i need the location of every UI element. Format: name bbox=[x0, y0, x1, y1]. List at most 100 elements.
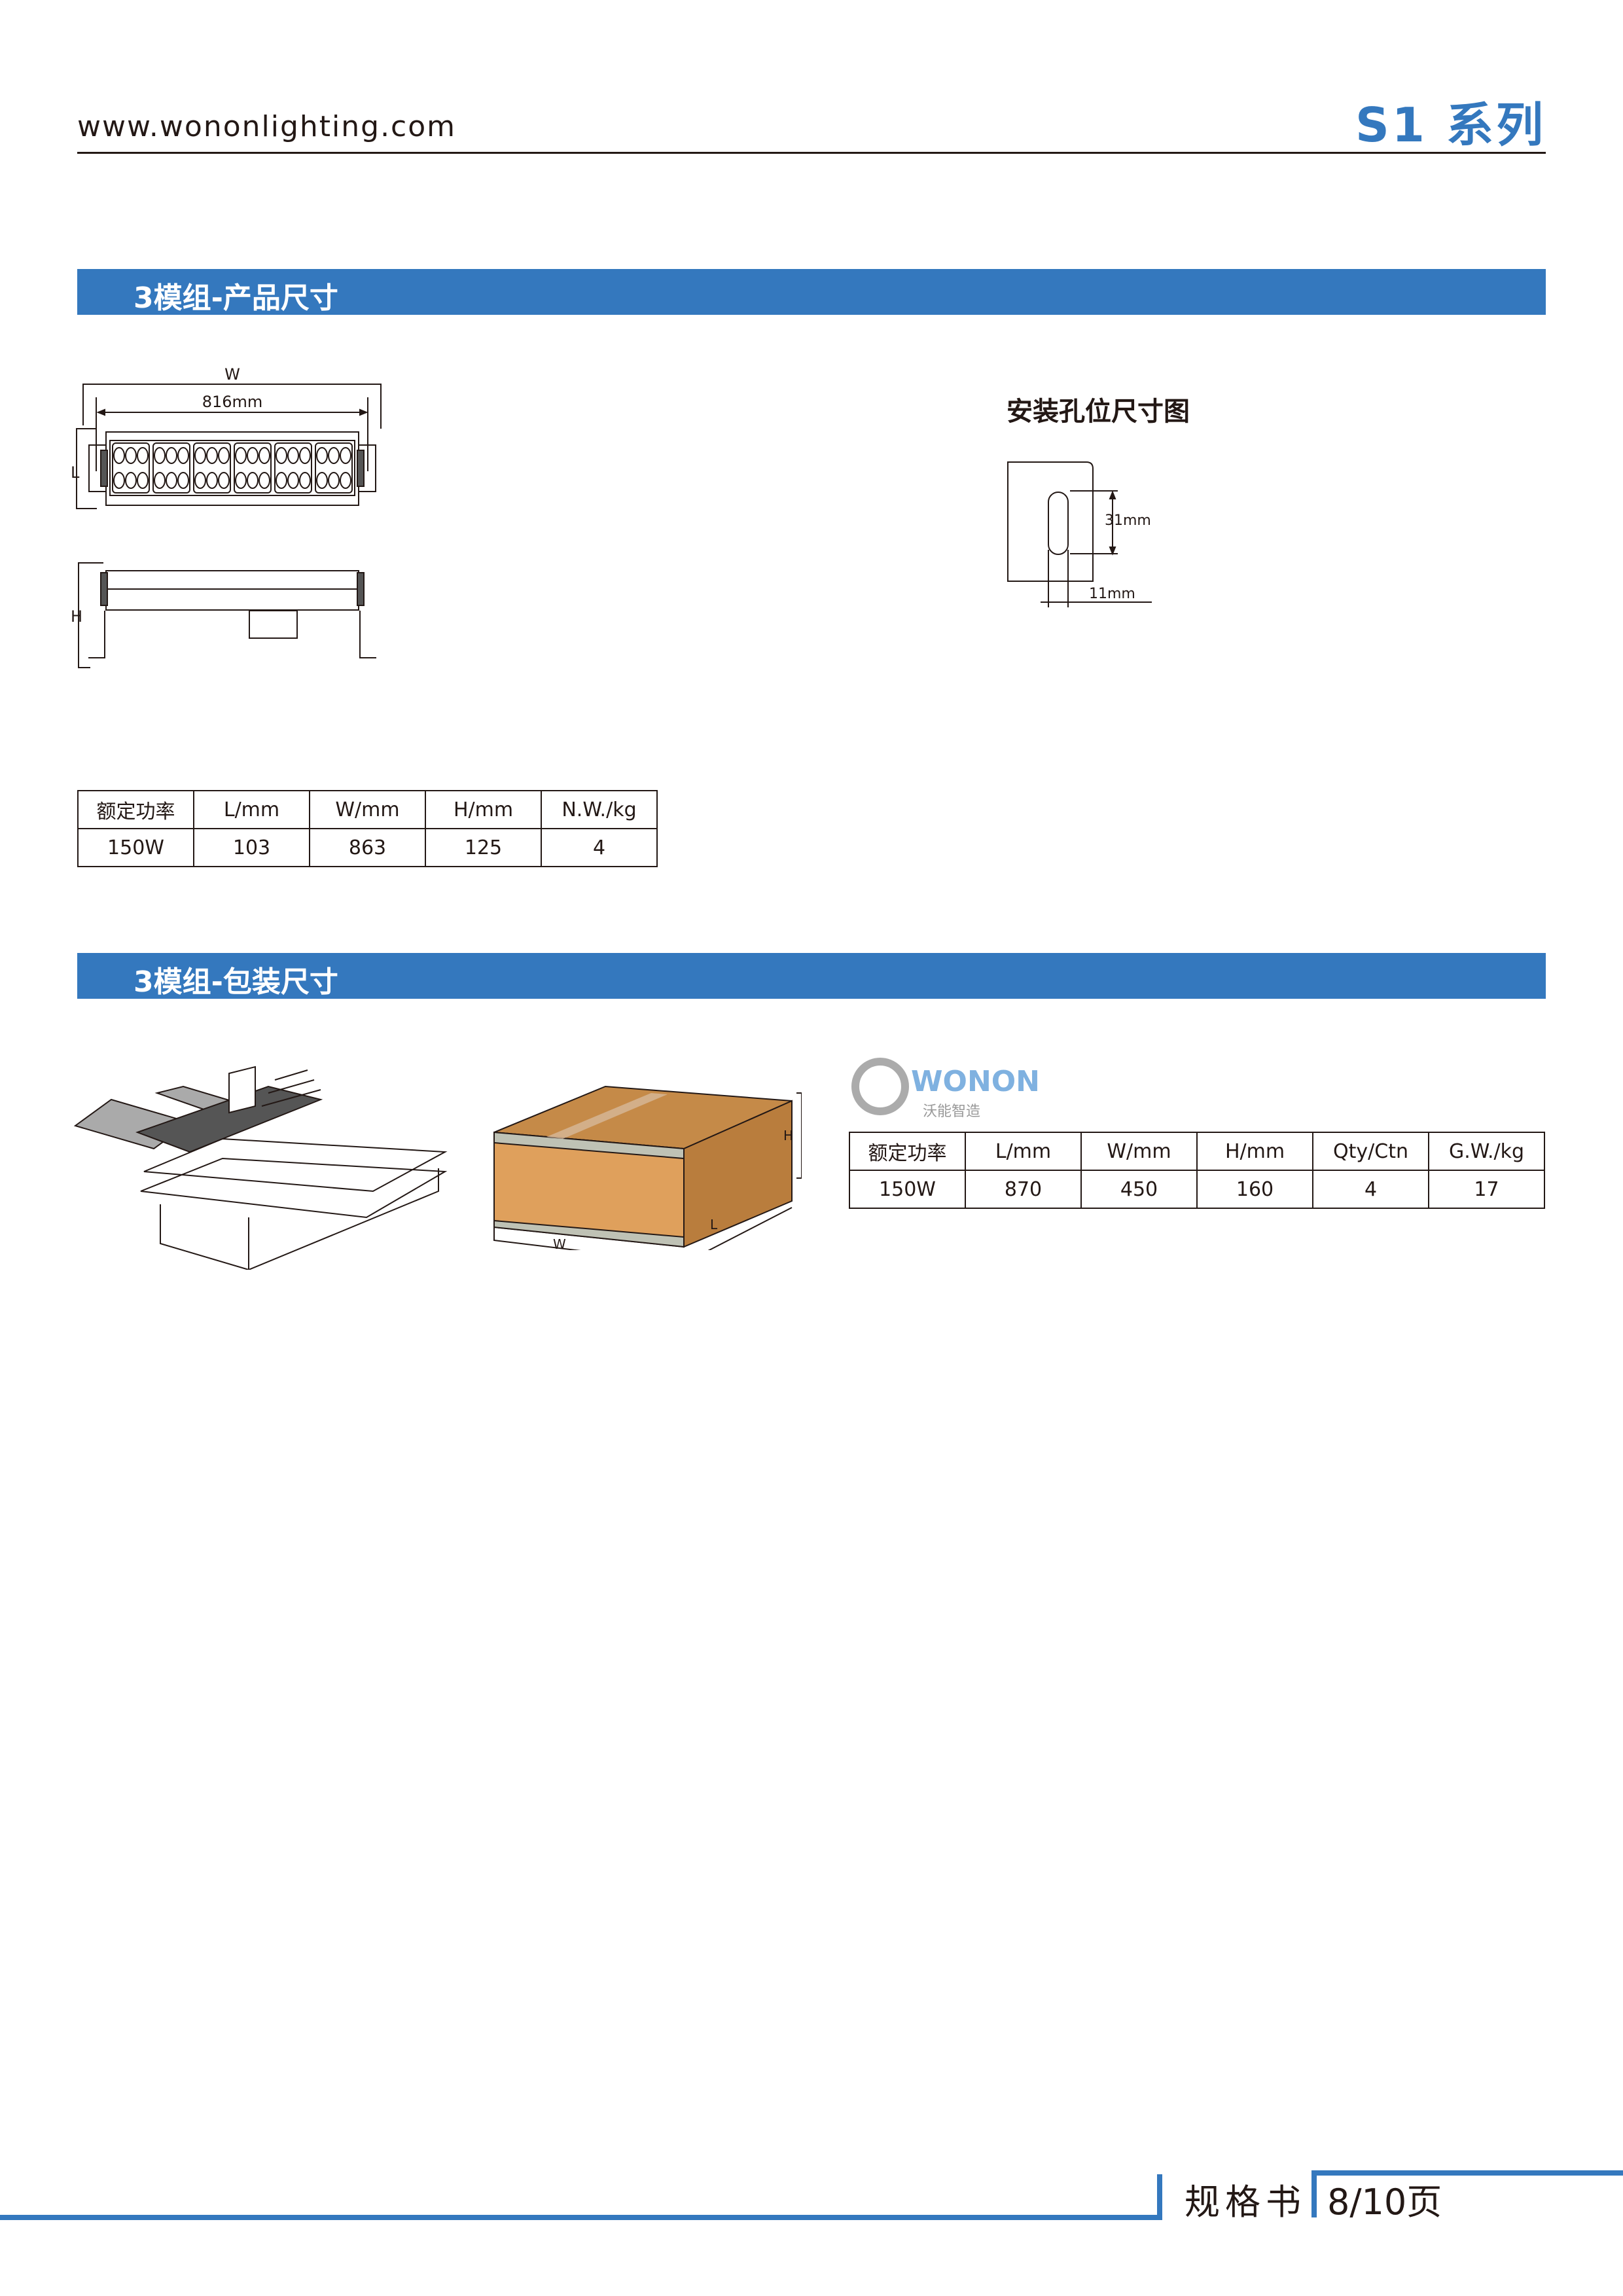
packaging-exploded-illustration bbox=[73, 1066, 448, 1270]
led-module bbox=[234, 442, 272, 493]
section-title: 3模组-包装尺寸 bbox=[134, 965, 338, 999]
header-cell: H/mm bbox=[1196, 1132, 1313, 1171]
w-label: W bbox=[224, 365, 240, 384]
led-lens bbox=[137, 472, 149, 489]
led-lens bbox=[166, 472, 177, 489]
led-lens bbox=[177, 447, 189, 464]
led-lens bbox=[113, 472, 125, 489]
led-lens bbox=[194, 472, 206, 489]
cell: 4 bbox=[541, 828, 658, 867]
cell: 17 bbox=[1428, 1170, 1545, 1209]
table-header-row: 额定功率 L/mm W/mm H/mm N.W./kg bbox=[77, 790, 658, 829]
header-cell: W/mm bbox=[309, 790, 426, 829]
header-cell: L/mm bbox=[193, 790, 310, 829]
header-cell: H/mm bbox=[425, 790, 542, 829]
led-lens bbox=[247, 472, 259, 489]
hole-width-label: 11mm bbox=[1089, 586, 1135, 602]
cell: 863 bbox=[309, 828, 426, 867]
led-lens bbox=[177, 472, 189, 489]
led-module bbox=[152, 442, 190, 493]
header-cell: G.W./kg bbox=[1428, 1132, 1545, 1171]
led-lens bbox=[154, 472, 166, 489]
l-label: L bbox=[71, 463, 80, 482]
wonon-logo-watermark: WONON 沃能智造 bbox=[851, 1058, 1040, 1120]
section-title: 3模组-产品尺寸 bbox=[134, 281, 338, 315]
led-lens bbox=[218, 447, 230, 464]
footer-bracket bbox=[1157, 2174, 1162, 2220]
led-lens bbox=[316, 447, 328, 464]
led-lens bbox=[276, 447, 287, 464]
series-title: S1 系列 bbox=[1355, 98, 1546, 152]
hole-height-label: 31mm bbox=[1105, 512, 1151, 529]
led-lens bbox=[287, 447, 299, 464]
logo-subtext: 沃能智造 bbox=[923, 1103, 980, 1120]
led-lens bbox=[259, 447, 270, 464]
led-lens bbox=[235, 472, 247, 489]
led-lens bbox=[125, 472, 137, 489]
cell: 4 bbox=[1312, 1170, 1429, 1209]
led-lens bbox=[340, 447, 351, 464]
cell: 160 bbox=[1196, 1170, 1313, 1209]
carton-l-label: L bbox=[710, 1217, 718, 1232]
cell: 150W bbox=[77, 828, 194, 867]
led-lens bbox=[113, 447, 125, 464]
led-lens bbox=[206, 472, 218, 489]
header-divider bbox=[77, 152, 1546, 154]
section-bar-package-dimensions: 3模组-包装尺寸 bbox=[77, 953, 1546, 999]
header-cell: 额定功率 bbox=[849, 1132, 966, 1171]
header-cell: Qty/Ctn bbox=[1312, 1132, 1429, 1171]
led-lens bbox=[137, 447, 149, 464]
mounting-hole-drawing: 31mm 11mm bbox=[1007, 461, 1152, 607]
page-number: 8/10页 bbox=[1327, 2181, 1442, 2223]
led-lens bbox=[328, 472, 340, 489]
website-url: www.wononlighting.com bbox=[77, 110, 457, 143]
led-lens bbox=[194, 447, 206, 464]
led-lens bbox=[299, 447, 311, 464]
led-lens bbox=[276, 472, 287, 489]
inner-width-label: 816mm bbox=[202, 393, 263, 411]
cell: 150W bbox=[849, 1170, 966, 1209]
footer-line bbox=[1311, 2170, 1623, 2176]
carton-w-label: W bbox=[553, 1236, 566, 1250]
cell: 870 bbox=[965, 1170, 1082, 1209]
led-module bbox=[315, 442, 353, 493]
h-label: H bbox=[71, 607, 82, 626]
table-row: 150W 870 450 160 4 17 bbox=[849, 1170, 1545, 1209]
led-module bbox=[193, 442, 231, 493]
cell: 103 bbox=[193, 828, 310, 867]
carton-box-illustration: H W L bbox=[493, 1085, 802, 1250]
led-lens bbox=[154, 447, 166, 464]
led-lens bbox=[287, 472, 299, 489]
cell: 125 bbox=[425, 828, 542, 867]
cell: 450 bbox=[1080, 1170, 1198, 1209]
table-row: 150W 103 863 125 4 bbox=[77, 828, 658, 867]
product-spec-table: 额定功率 L/mm W/mm H/mm N.W./kg 150W 103 863… bbox=[77, 790, 658, 867]
led-lens bbox=[340, 472, 351, 489]
led-lens bbox=[316, 472, 328, 489]
mounting-hole-title: 安装孔位尺寸图 bbox=[1007, 397, 1190, 427]
package-spec-table: 额定功率 L/mm W/mm H/mm Qty/Ctn G.W./kg 150W… bbox=[849, 1132, 1545, 1209]
header-cell: W/mm bbox=[1080, 1132, 1198, 1171]
header-cell: L/mm bbox=[965, 1132, 1082, 1171]
led-lens bbox=[259, 472, 270, 489]
led-lens bbox=[166, 447, 177, 464]
led-lens bbox=[235, 447, 247, 464]
led-lens bbox=[206, 447, 218, 464]
led-lens bbox=[328, 447, 340, 464]
table-header-row: 额定功率 L/mm W/mm H/mm Qty/Ctn G.W./kg bbox=[849, 1132, 1545, 1171]
carton-h-label: H bbox=[783, 1128, 793, 1143]
footer-bracket bbox=[1311, 2170, 1317, 2217]
led-module bbox=[274, 442, 312, 493]
led-lens bbox=[125, 447, 137, 464]
logo-text: WONON bbox=[911, 1065, 1040, 1098]
led-module bbox=[112, 442, 150, 493]
section-bar-product-dimensions: 3模组-产品尺寸 bbox=[77, 269, 1546, 315]
footer-doc-label: 规格书 bbox=[1185, 2181, 1306, 2223]
led-lens bbox=[299, 472, 311, 489]
led-lens bbox=[247, 447, 259, 464]
led-lens bbox=[218, 472, 230, 489]
product-dimension-drawing: W 816mm L H bbox=[71, 365, 382, 668]
footer-line bbox=[0, 2215, 1162, 2220]
header-cell: N.W./kg bbox=[541, 790, 658, 829]
header-cell: 额定功率 bbox=[77, 790, 194, 829]
